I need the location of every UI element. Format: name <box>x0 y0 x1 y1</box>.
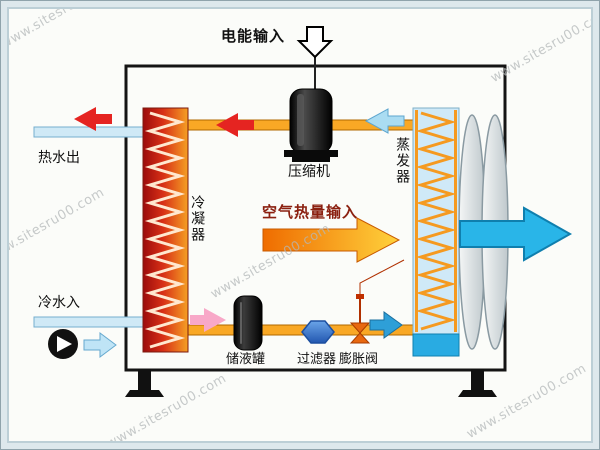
label-storage-tank: 储液罐 <box>226 352 266 367</box>
label-electric-input: 电能输入 <box>221 27 286 45</box>
cabinet-leg-left <box>125 369 164 397</box>
condenser-body <box>142 107 189 353</box>
label-air-heat-input: 空气热量输入 <box>262 203 359 221</box>
expansion-flow-arrow <box>369 311 403 339</box>
liquid-flow-arrow-pink <box>190 308 226 332</box>
label-hot-water-out: 热水出 <box>38 150 80 166</box>
label-condenser: 冷凝器 <box>189 195 206 243</box>
compressor-body <box>284 88 338 162</box>
pipe-cold-water-in <box>33 316 146 328</box>
label-evaporator: 蒸发器 <box>394 137 411 185</box>
evaporator-coil <box>415 111 457 331</box>
pipe-hot-water-out <box>33 126 146 138</box>
label-expansion-valve: 膨胀阀 <box>339 352 379 367</box>
electric-input-arrow <box>296 26 334 59</box>
expansion-valve-body <box>349 259 405 344</box>
hot-water-out-arrow <box>74 107 112 131</box>
airflow-out-arrow <box>459 206 573 262</box>
filter-body <box>301 320 335 344</box>
label-cold-water-in: 冷水入 <box>38 295 80 311</box>
cold-water-in-arrow <box>83 332 117 358</box>
air-heat-input-arrow <box>262 217 401 263</box>
evaporator-body <box>412 107 460 357</box>
label-filter: 过滤器 <box>297 352 337 367</box>
water-pump-icon <box>48 329 78 359</box>
suction-flow-arrow <box>364 108 405 134</box>
condenser-coil <box>144 111 186 349</box>
discharge-flow-arrow <box>216 113 254 137</box>
cabinet-leg-right <box>458 369 497 397</box>
storage-tank-body <box>233 295 263 351</box>
label-compressor: 压缩机 <box>288 164 330 180</box>
evaporator-base-band <box>412 333 460 357</box>
